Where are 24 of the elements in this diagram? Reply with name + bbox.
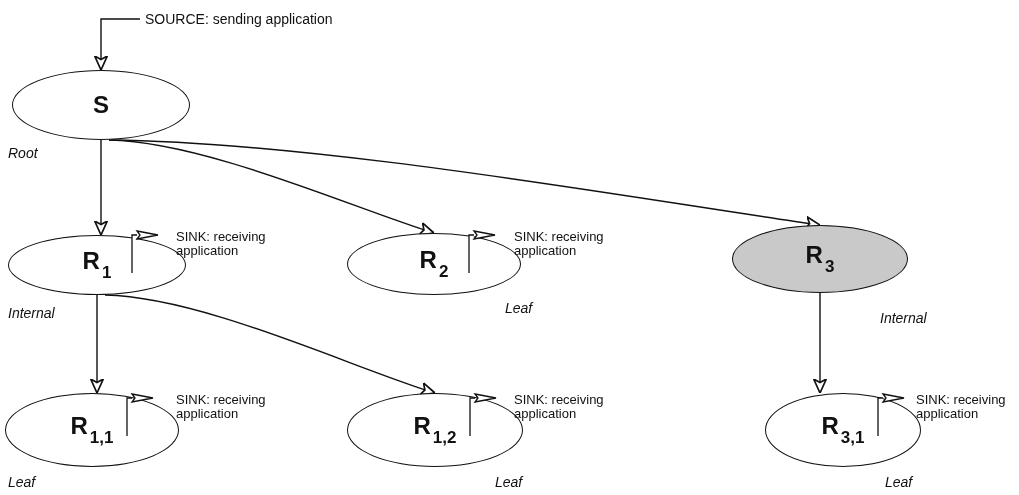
sink-label: SINK: receiving application: [176, 230, 267, 258]
node-label: R$_{2}$: [419, 246, 449, 282]
node-label: R$_{3,1}$: [821, 412, 865, 448]
arrow: [93, 139, 109, 236]
role-label: Leaf: [8, 474, 36, 490]
node-label: R$_{1,2}$: [413, 412, 457, 448]
sink-label: SINK: receiving application: [514, 393, 605, 421]
role-label: Leaf: [505, 300, 533, 316]
sink-label: SINK: receiving application: [916, 393, 1007, 421]
role-label: Internal: [8, 305, 55, 321]
node-label: R$_{1}$: [82, 247, 112, 283]
role-label: Root: [8, 145, 38, 161]
node-label: R$_{1,1}$: [70, 412, 114, 448]
sink-label: SINK: receiving application: [514, 230, 605, 258]
arrow: [812, 292, 828, 394]
role-label: Leaf: [495, 474, 523, 490]
arrow: [89, 294, 105, 394]
sink-label: SINK: receiving application: [176, 393, 267, 421]
role-label: Internal: [880, 310, 927, 326]
node-label: S: [93, 91, 109, 119]
source-label: SOURCE: sending application: [145, 11, 333, 27]
node-label: R$_{3}$: [805, 241, 835, 277]
arrow: [93, 18, 141, 71]
role-label: Leaf: [885, 474, 913, 490]
